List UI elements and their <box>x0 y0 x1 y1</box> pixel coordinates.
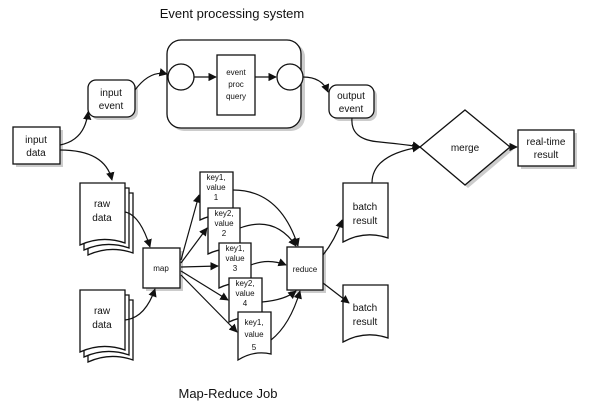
node-label: raw <box>94 199 111 210</box>
edge <box>371 144 421 184</box>
node-label: merge <box>451 143 480 154</box>
edge <box>134 68 168 91</box>
node-label: batch <box>353 303 377 314</box>
kv-label: 5 <box>252 343 257 352</box>
edge <box>250 258 287 267</box>
edge <box>232 189 300 247</box>
edge <box>180 227 208 264</box>
kv-label: value <box>225 254 245 263</box>
node-label: result <box>353 216 378 227</box>
kv-label: key2, <box>235 279 254 288</box>
edge <box>322 282 350 304</box>
event-query-label: event <box>226 68 246 77</box>
event-query-label: proc <box>228 80 244 89</box>
node-label: data <box>26 148 46 159</box>
kv-label: value <box>244 330 264 339</box>
node-label: event <box>99 101 124 112</box>
node-label: data <box>92 320 112 331</box>
edge <box>270 290 302 341</box>
input-port <box>167 63 195 91</box>
realtime-result-node: real-time result <box>517 129 577 169</box>
edge <box>239 223 297 247</box>
kv-label: 4 <box>243 299 248 308</box>
node-label: map <box>153 264 169 273</box>
kv-pair-5: key1, value 5 <box>237 311 272 362</box>
node-label: result <box>534 150 559 161</box>
edge <box>180 274 238 333</box>
kv-label: value <box>214 219 234 228</box>
kv-label: key1, <box>206 173 225 182</box>
edge <box>180 262 219 271</box>
edge <box>180 270 229 301</box>
merge-node: merge <box>418 109 513 188</box>
node-label: event <box>339 104 364 115</box>
edge <box>124 288 157 321</box>
node-label: output <box>337 91 365 102</box>
raw-data-node-2: raw data <box>79 289 134 364</box>
node-label: batch <box>353 202 377 213</box>
edge <box>322 219 344 256</box>
node-label: result <box>353 317 378 328</box>
edge <box>59 111 92 146</box>
edge <box>180 194 202 261</box>
node-label: input <box>100 88 122 99</box>
reduce-node: reduce <box>286 246 326 293</box>
node-label: reduce <box>293 265 318 274</box>
edge <box>351 117 421 150</box>
map-node: map <box>142 247 183 291</box>
kv-label: value <box>235 289 255 298</box>
edge <box>124 211 152 248</box>
kv-label: key1, <box>244 318 263 327</box>
event-processing-title: Event processing system <box>160 6 305 21</box>
input-event-node: input event <box>87 79 138 120</box>
node-label: data <box>92 213 112 224</box>
batch-result-node-1: batch result <box>342 182 389 244</box>
node-label: raw <box>94 306 111 317</box>
kv-label: value <box>206 183 226 192</box>
output-event-node: output event <box>328 84 377 121</box>
node-label: real-time <box>527 137 566 148</box>
output-port <box>276 63 304 91</box>
raw-data-node-1: raw data <box>79 182 134 257</box>
event-processing-system: event proc query <box>166 39 305 131</box>
edge <box>302 76 330 93</box>
batch-result-node-2: batch result <box>342 284 389 344</box>
event-query-label: query <box>226 92 246 101</box>
node-label: input <box>25 135 47 146</box>
event-query-box <box>216 54 256 116</box>
input-data-node: input data <box>12 126 63 167</box>
map-reduce-title: Map-Reduce Job <box>179 386 278 401</box>
kv-label: 1 <box>214 193 219 202</box>
kv-label: 2 <box>222 229 227 238</box>
kv-label: key2, <box>214 209 233 218</box>
kv-label: key1, <box>225 244 244 253</box>
edge <box>59 149 115 181</box>
kv-label: 3 <box>233 264 238 273</box>
